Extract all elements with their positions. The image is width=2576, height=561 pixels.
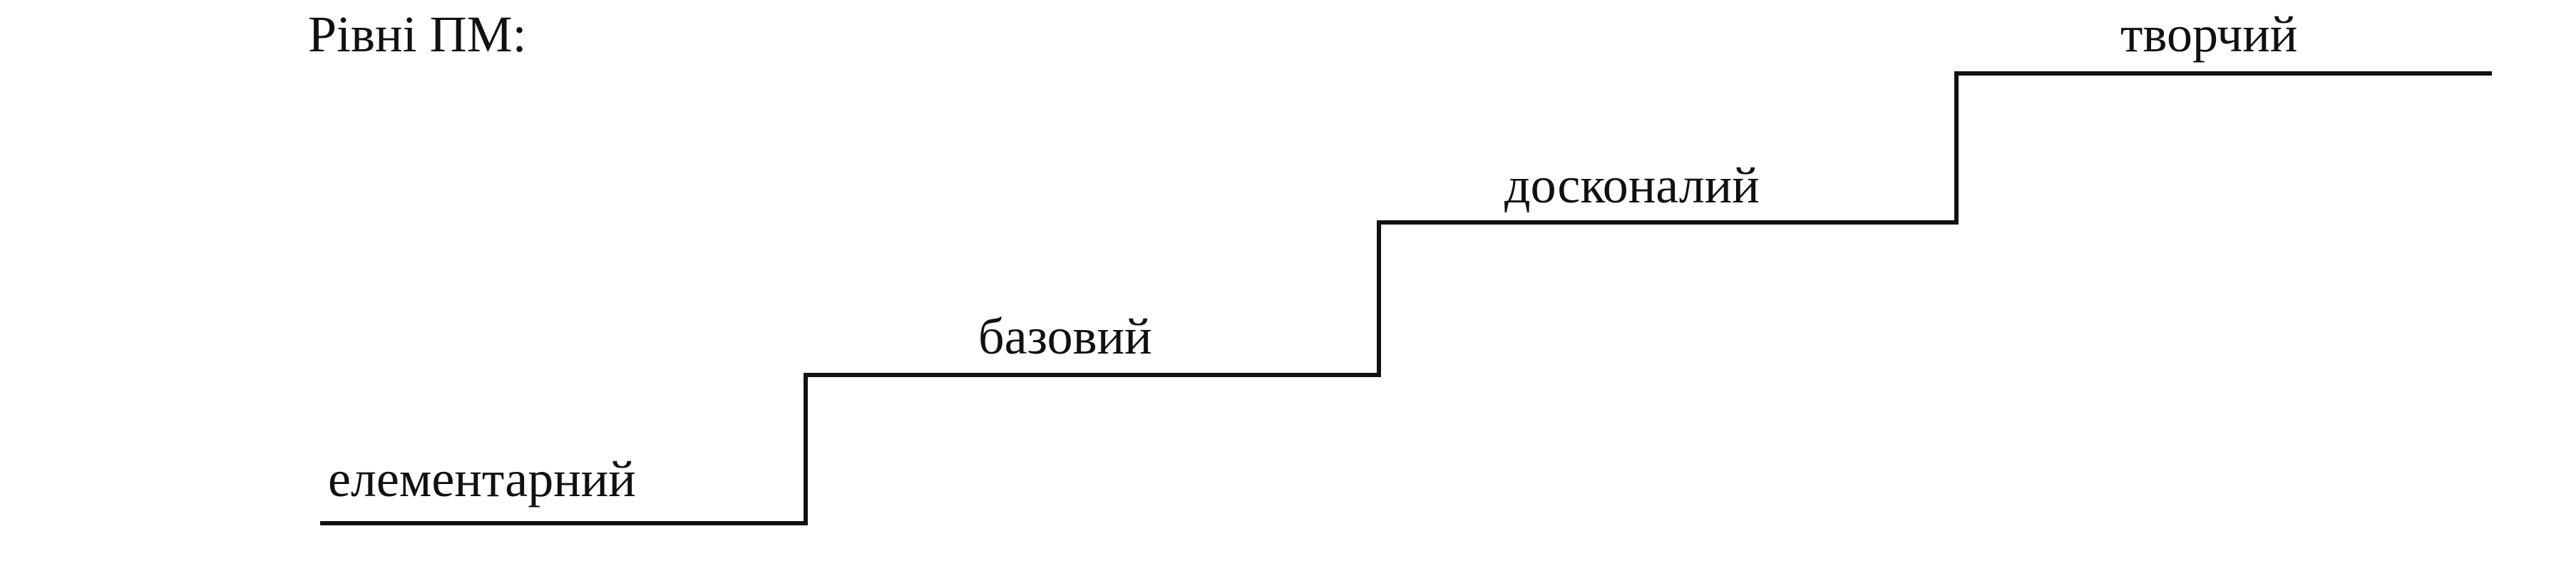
level-label-basic: базовий xyxy=(978,308,1152,365)
level-label-elementary: елементарний xyxy=(328,451,636,508)
level-label-advanced: досконалий xyxy=(1504,157,1760,214)
diagram-title: Рівні ПМ: xyxy=(308,6,527,63)
level-label-creative: творчий xyxy=(2120,6,2298,63)
staircase-path xyxy=(320,71,2492,525)
